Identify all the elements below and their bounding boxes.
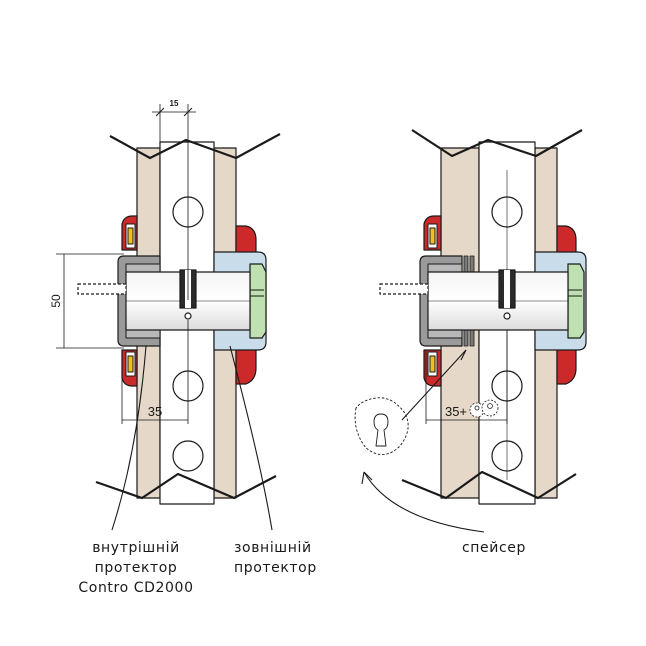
key-right: [379, 283, 429, 295]
leader-outer-protector: [229, 345, 273, 531]
label-spacer: спейсер: [462, 538, 526, 558]
break-line-bottom-right: [401, 470, 577, 500]
spacer-washer-large: [354, 397, 409, 455]
right-diagram: [354, 129, 587, 533]
dim-35plus-text: 35+: [445, 404, 467, 419]
left-diagram: [56, 104, 281, 531]
dim-15-text: 15: [170, 99, 179, 108]
break-line-bottom-left: [95, 472, 277, 500]
break-line-top-right: [411, 129, 583, 158]
spacer-bottom: [463, 327, 469, 347]
label-inner-line-2: протектор: [94, 560, 178, 576]
dim-35-text: 35: [148, 404, 162, 419]
leader-spacer-to-protector: [401, 349, 467, 421]
spacer-washer-small: [469, 399, 499, 418]
outer-cap-left: [249, 263, 267, 339]
outer-seal-bottom: [235, 339, 257, 385]
spacer-top: [463, 255, 469, 275]
label-spacer-text: спейсер: [462, 540, 526, 556]
label-inner-line-1: внутрішній: [92, 540, 180, 556]
label-inner-protector: внутрішній протектор Contro CD2000: [72, 538, 200, 598]
label-outer-line-1: зовнішній: [234, 540, 312, 556]
break-line-top-left: [109, 133, 281, 160]
leader-inner-protector: [111, 345, 147, 531]
plate-hole: [172, 440, 204, 472]
label-outer-line-2: протектор: [234, 560, 317, 576]
dim-50-text: 50: [49, 294, 63, 308]
label-outer-protector: зовнішній протектор: [234, 538, 317, 578]
key-left: [77, 283, 127, 295]
outer-cap-right: [567, 263, 585, 339]
label-inner-line-3: Contro CD2000: [78, 580, 194, 596]
leader-spacer-label: [363, 471, 485, 533]
